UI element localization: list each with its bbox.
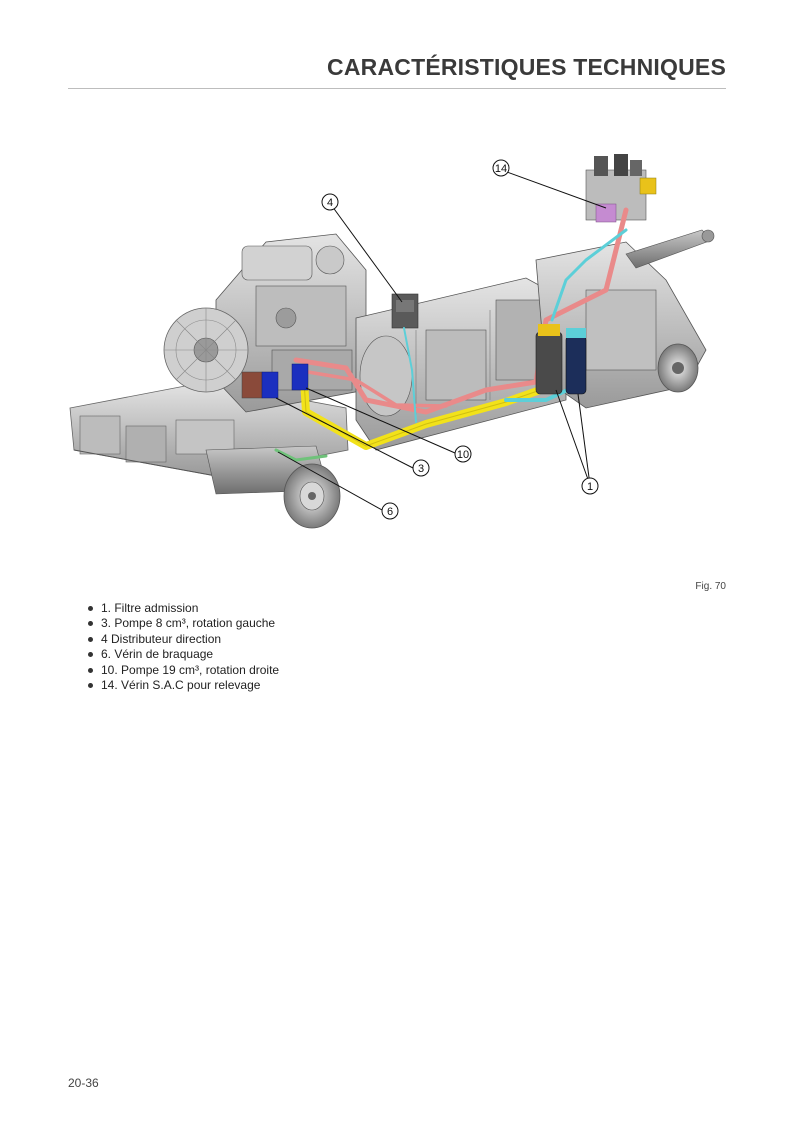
lift-arm — [625, 229, 715, 269]
callout-6: 6 — [381, 502, 399, 520]
intake-filters — [535, 324, 587, 395]
component-legend: 1. Filtre admission 3. Pompe 8 cm³, rota… — [86, 601, 279, 693]
callout-3-label: 3 — [418, 463, 424, 475]
callout-1-label: 1 — [587, 481, 593, 493]
callout-10: 10 — [454, 445, 472, 463]
callout-14-label: 14 — [495, 163, 507, 175]
page-title: CARACTÉRISTIQUES TECHNIQUES — [327, 54, 726, 80]
figure-caption: Fig. 70 — [695, 581, 726, 592]
tractor-hydraulics-illustration: 14 4 10 3 6 1 — [66, 150, 730, 550]
legend-item: 14. Vérin S.A.C pour relevage — [86, 678, 279, 693]
leader-lines — [275, 171, 607, 511]
callout-14: 14 — [492, 159, 510, 177]
callout-4: 4 — [321, 193, 339, 211]
callout-1: 1 — [581, 477, 599, 495]
lift-valve-block — [585, 154, 657, 223]
callout-3: 3 — [412, 459, 430, 477]
legend-item: 3. Pompe 8 cm³, rotation gauche — [86, 616, 279, 631]
steering-distributor — [391, 293, 419, 329]
page-number: 20-36 — [68, 1076, 99, 1090]
cooling-fan — [163, 307, 249, 393]
transmission — [355, 277, 567, 451]
callout-6-label: 6 — [387, 506, 393, 518]
legend-item: 10. Pompe 19 cm³, rotation droite — [86, 663, 279, 678]
title-divider — [68, 88, 726, 89]
front-axle — [205, 445, 341, 529]
callout-4-label: 4 — [327, 197, 333, 209]
legend-item: 1. Filtre admission — [86, 601, 279, 616]
drivetrain-drawing: 14 4 10 3 6 1 — [69, 154, 715, 529]
legend-item: 4 Distributeur direction — [86, 632, 279, 647]
hydraulic-lines — [274, 207, 629, 462]
callout-10-label: 10 — [457, 449, 469, 461]
hydraulic-pumps — [241, 363, 309, 399]
legend-item: 6. Vérin de braquage — [86, 647, 279, 662]
